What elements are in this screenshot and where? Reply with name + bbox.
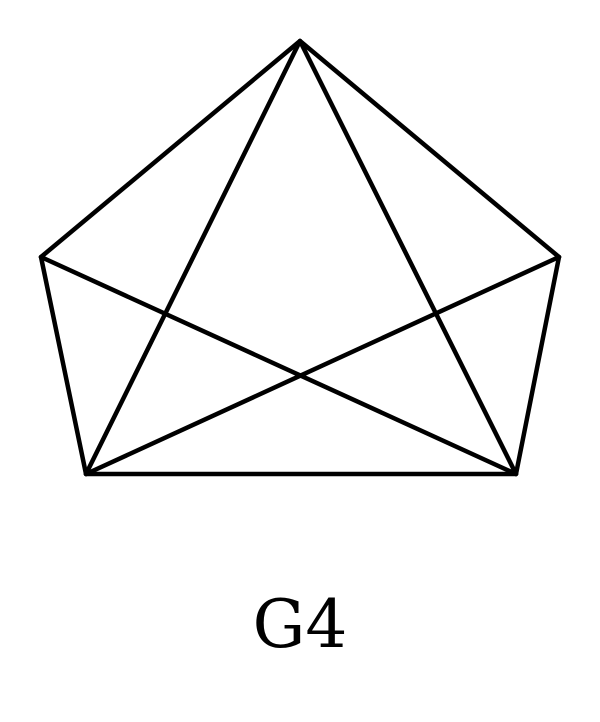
edge-upper-right-lower-right (513, 254, 562, 477)
edge-upper-right-lower-left (83, 254, 562, 477)
edge-top-upper-left (38, 38, 303, 260)
edge-top-lower-right (297, 38, 519, 477)
edge-upper-left-lower-left (38, 254, 89, 477)
graph-diagram (38, 38, 562, 477)
edge-upper-left-lower-right (38, 254, 519, 477)
graph-label: G4 (252, 586, 348, 663)
edge-top-lower-left (83, 38, 303, 477)
edge-top-upper-right (297, 38, 562, 260)
